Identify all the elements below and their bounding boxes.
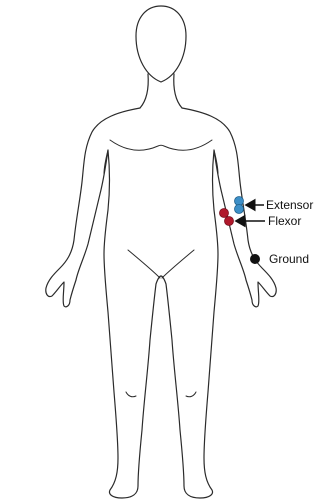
extensor-electrode-2: [235, 205, 244, 214]
groin-left: [128, 250, 160, 278]
chest-line: [110, 140, 212, 150]
right-side-outline: [161, 108, 276, 498]
knee-right: [186, 392, 196, 397]
body-outline: [46, 6, 276, 498]
flexor-electrode-1: [220, 209, 229, 218]
extensor-label: Extensor: [266, 198, 313, 212]
groin-right: [162, 250, 194, 278]
neck-left: [140, 74, 148, 108]
ground-electrode: [250, 254, 260, 264]
knee-left: [126, 392, 136, 397]
neck-right: [174, 74, 182, 108]
flexor-electrode-2: [225, 217, 234, 226]
head: [136, 6, 186, 82]
left-side-outline: [46, 108, 161, 498]
flexor-label: Flexor: [268, 214, 301, 228]
ground-label: Ground: [269, 252, 309, 266]
